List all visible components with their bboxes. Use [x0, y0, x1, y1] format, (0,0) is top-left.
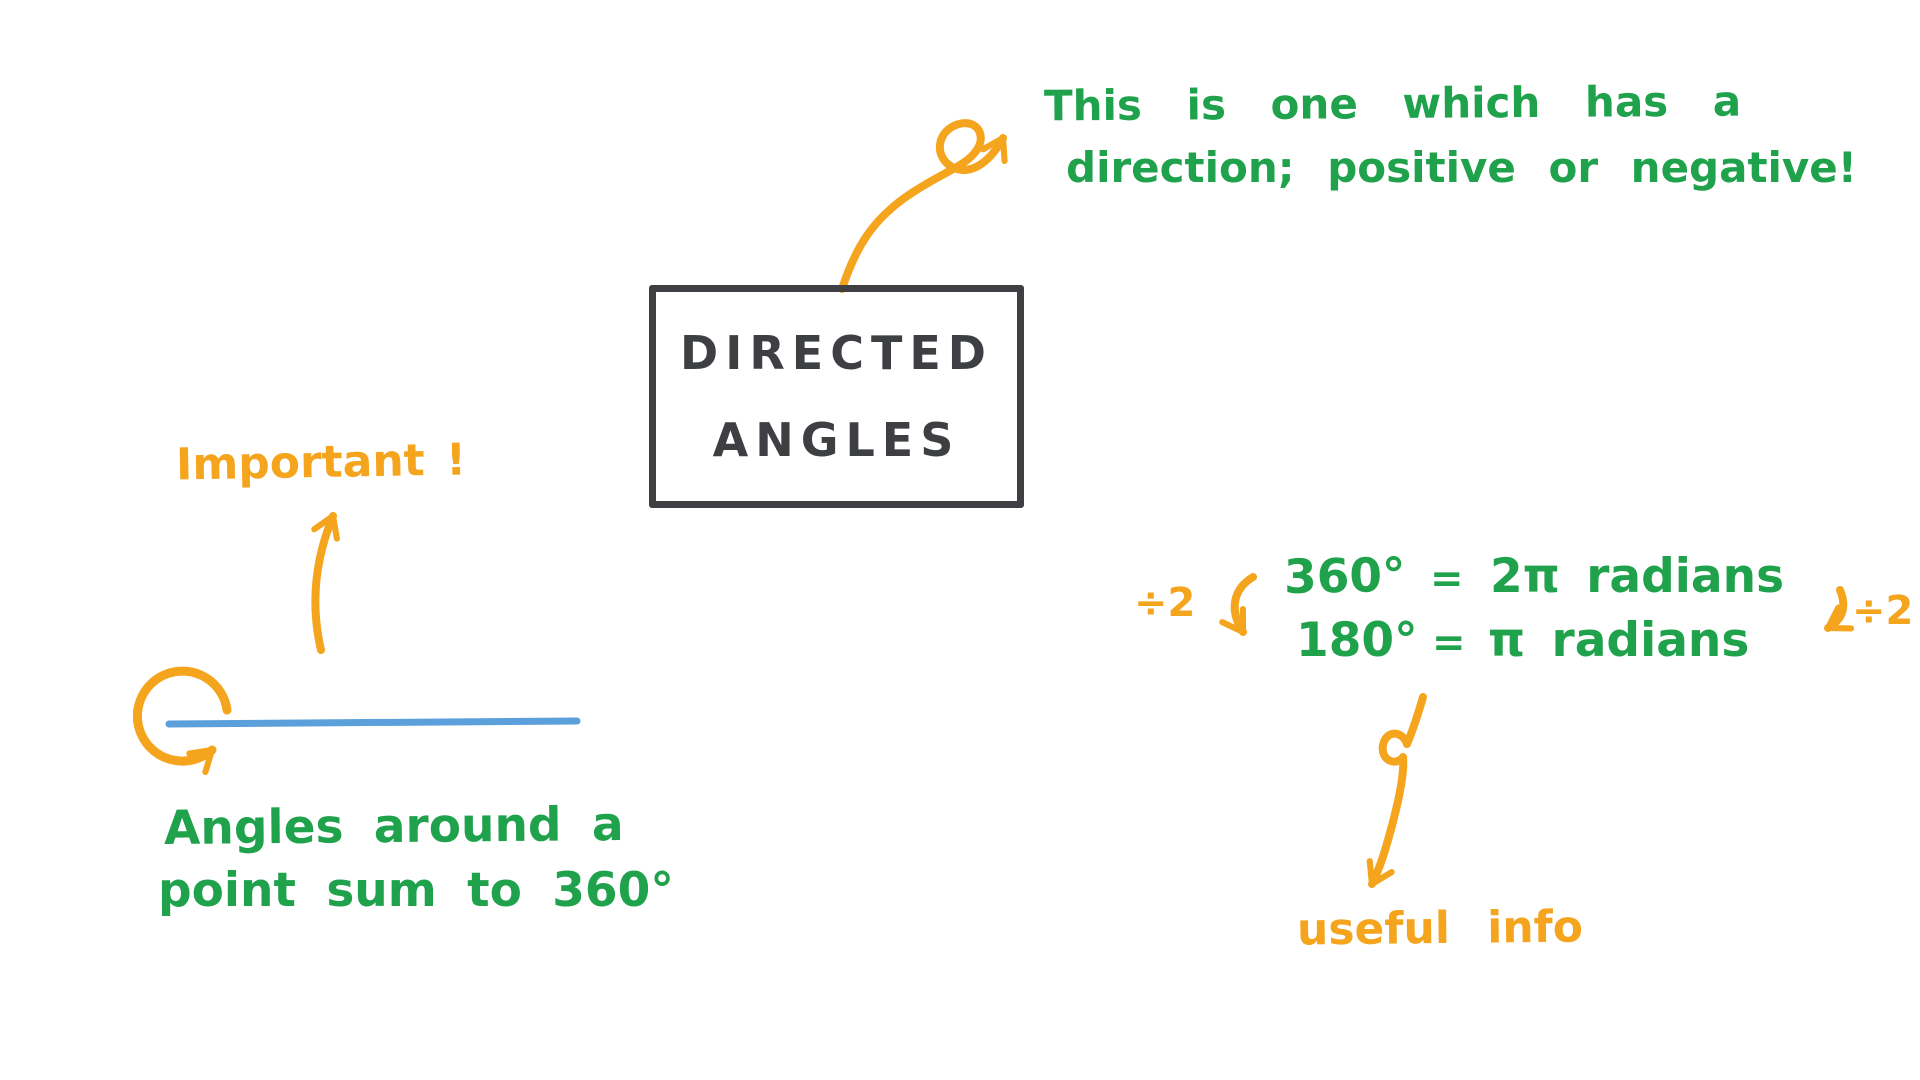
direction-annotation-line2: direction; positive or negative! — [1066, 143, 1857, 192]
conversion-row2-radians: π radians — [1488, 613, 1750, 668]
important-up-arrow — [311, 512, 340, 654]
rotation-circle-arrow — [132, 666, 232, 776]
divide-right-arrow — [1824, 586, 1855, 632]
angle-ray-line — [165, 717, 581, 728]
title-line2: ANGLES — [712, 413, 961, 468]
divide-left-label: ÷2 — [1134, 580, 1196, 626]
conversion-row1-radians: 2π radians — [1490, 549, 1785, 604]
useful-info-down-arrow — [1366, 693, 1427, 888]
conversion-row1-equals: = — [1430, 556, 1464, 602]
title-box: DIRECTED ANGLES — [649, 285, 1024, 508]
direction-annotation-line1: This is one which has a — [1043, 76, 1742, 131]
annotation-loop-arrow — [838, 119, 1008, 293]
point-note-line2: point sum to 360° — [158, 863, 674, 918]
useful-info-label: useful info — [1296, 901, 1584, 956]
title-line1: DIRECTED — [680, 325, 993, 380]
conversion-row2-equals: = — [1432, 620, 1466, 666]
point-note-line1: Angles around a — [163, 796, 624, 857]
divide-right-label: ÷2 — [1852, 588, 1914, 634]
conversion-row1-degrees: 360° — [1283, 547, 1407, 606]
conversion-row2-degrees: 180° — [1296, 613, 1418, 668]
divide-left-arrow — [1219, 573, 1257, 636]
important-label: Important ! — [175, 434, 467, 491]
